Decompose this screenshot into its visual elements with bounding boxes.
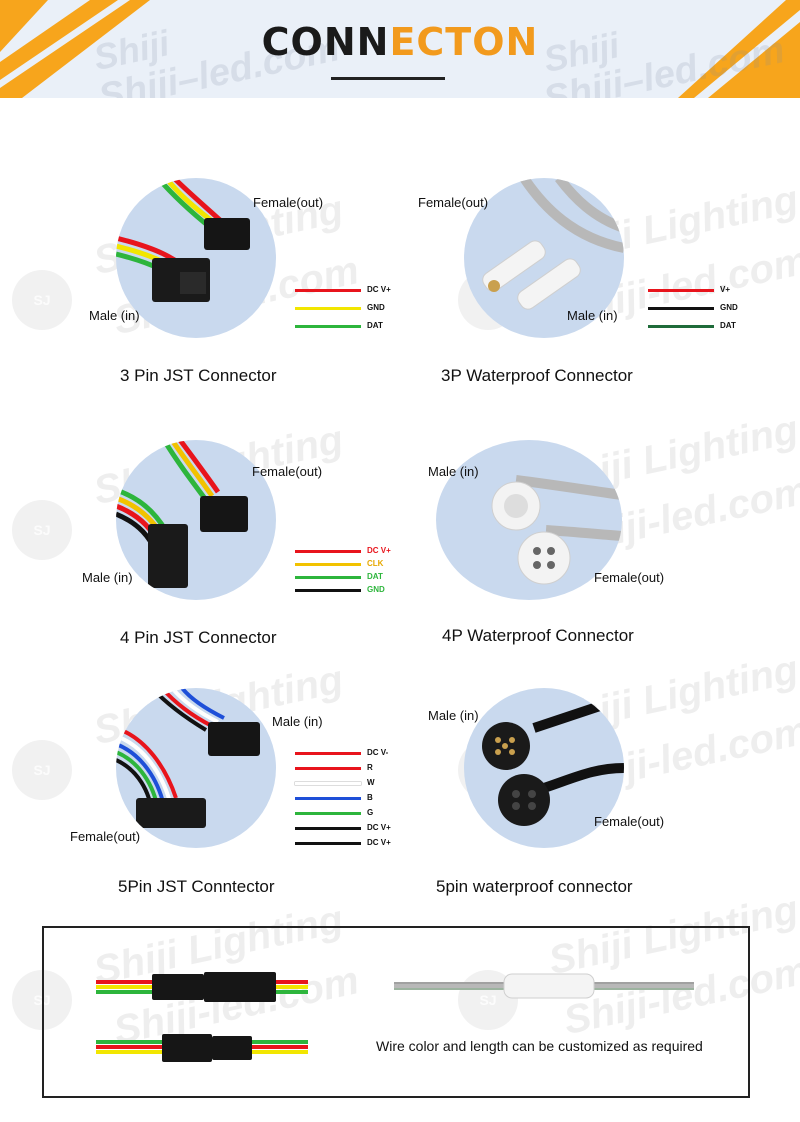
legend-wire-label: DAT bbox=[720, 321, 736, 330]
caption-5pin-jst: 5Pin JST Conntector bbox=[118, 877, 275, 896]
legend-wire-swatch bbox=[295, 812, 361, 815]
caption-3p-waterproof: 3P Waterproof Connector bbox=[441, 366, 633, 385]
legend-wire-swatch bbox=[295, 576, 361, 579]
label-male-in: Male (in) bbox=[428, 708, 479, 723]
cable-image-waterproof-assembly bbox=[394, 973, 694, 999]
watermark-logo: SJ bbox=[12, 740, 72, 800]
cable-image-jst-assemblies bbox=[96, 972, 308, 1062]
legend-wire-label: DC V- bbox=[367, 748, 389, 757]
legend-wire-swatch bbox=[295, 767, 361, 770]
legend-wire-swatch bbox=[648, 307, 714, 310]
label-male-in: Male (in) bbox=[82, 570, 133, 585]
legend-wire-label: GND bbox=[720, 303, 738, 312]
legend-wire-swatch bbox=[295, 797, 361, 800]
page-title: CONNECTON bbox=[0, 20, 800, 64]
corner-decoration-left bbox=[0, 0, 800, 98]
legend-wire-swatch bbox=[295, 550, 361, 553]
header-banner: Shiji Shiji–led.com Shiji Shiji–led.com … bbox=[0, 0, 800, 98]
legend-wire-label: DC V+ bbox=[367, 823, 391, 832]
connector-image-3p-waterproof bbox=[464, 178, 624, 338]
watermark-logo: SJ bbox=[12, 270, 72, 330]
legend-wire-label: GND bbox=[367, 303, 385, 312]
legend-wire-swatch bbox=[648, 325, 714, 328]
legend-wire-swatch bbox=[295, 589, 361, 592]
label-female-out: Female(out) bbox=[70, 829, 141, 844]
caption-4p-waterproof: 4P Waterproof Connector bbox=[442, 626, 634, 645]
label-female-out: Female(out) bbox=[594, 570, 665, 585]
title-underline bbox=[331, 77, 445, 80]
title-accent-part: ECTON bbox=[389, 20, 539, 64]
legend-wire-swatch bbox=[295, 842, 361, 845]
caption-5pin-waterproof: 5pin waterproof connector bbox=[436, 877, 633, 896]
label-male-in: Male (in) bbox=[428, 464, 479, 479]
title-dark-part: CONN bbox=[261, 20, 390, 64]
legend-wire-label: DC V+ bbox=[367, 546, 391, 555]
connector-image-5pin-jst bbox=[116, 688, 276, 848]
label-female-out: Female(out) bbox=[253, 195, 324, 210]
label-male-in: Male (in) bbox=[272, 714, 323, 729]
legend-wire-swatch bbox=[295, 752, 361, 755]
legend-wire-label: V+ bbox=[720, 285, 731, 294]
label-male-in: Male (in) bbox=[567, 308, 618, 323]
legend-wire-swatch bbox=[295, 289, 361, 292]
legend-wire-swatch bbox=[295, 307, 361, 310]
connector-image-3pin-jst bbox=[116, 178, 276, 338]
connector-image-4p-waterproof bbox=[436, 440, 622, 600]
legend-wire-swatch bbox=[295, 782, 361, 785]
legend-wire-swatch bbox=[648, 289, 714, 292]
legend-wire-label: DAT bbox=[367, 321, 383, 330]
legend-wire-label: R bbox=[367, 763, 373, 772]
legend-wire-label: DC V+ bbox=[367, 838, 391, 847]
legend-wire-label: B bbox=[367, 793, 373, 802]
legend-wire-label: DC V+ bbox=[367, 285, 391, 294]
connector-image-4pin-jst bbox=[116, 440, 276, 600]
customization-note: Wire color and length can be customized … bbox=[376, 1038, 703, 1054]
legend-wire-swatch bbox=[295, 563, 361, 566]
connector-image-5pin-waterproof bbox=[464, 688, 624, 848]
watermark-logo: SJ bbox=[12, 500, 72, 560]
legend-wire-label: W bbox=[367, 778, 375, 787]
label-male-in: Male (in) bbox=[89, 308, 140, 323]
label-female-out: Female(out) bbox=[594, 814, 665, 829]
customization-box: Wire color and length can be customized … bbox=[42, 926, 750, 1098]
legend-wire-label: G bbox=[367, 808, 374, 817]
legend-wire-label: DAT bbox=[367, 572, 383, 581]
label-female-out: Female(out) bbox=[418, 195, 489, 210]
caption-4pin-jst: 4 Pin JST Connector bbox=[120, 628, 277, 647]
label-female-out: Female(out) bbox=[252, 464, 323, 479]
legend-wire-swatch bbox=[295, 827, 361, 830]
legend-wire-label: GND bbox=[367, 585, 385, 594]
caption-3pin-jst: 3 Pin JST Connector bbox=[120, 366, 277, 385]
legend-wire-label: CLK bbox=[367, 559, 384, 568]
legend-wire-swatch bbox=[295, 325, 361, 328]
